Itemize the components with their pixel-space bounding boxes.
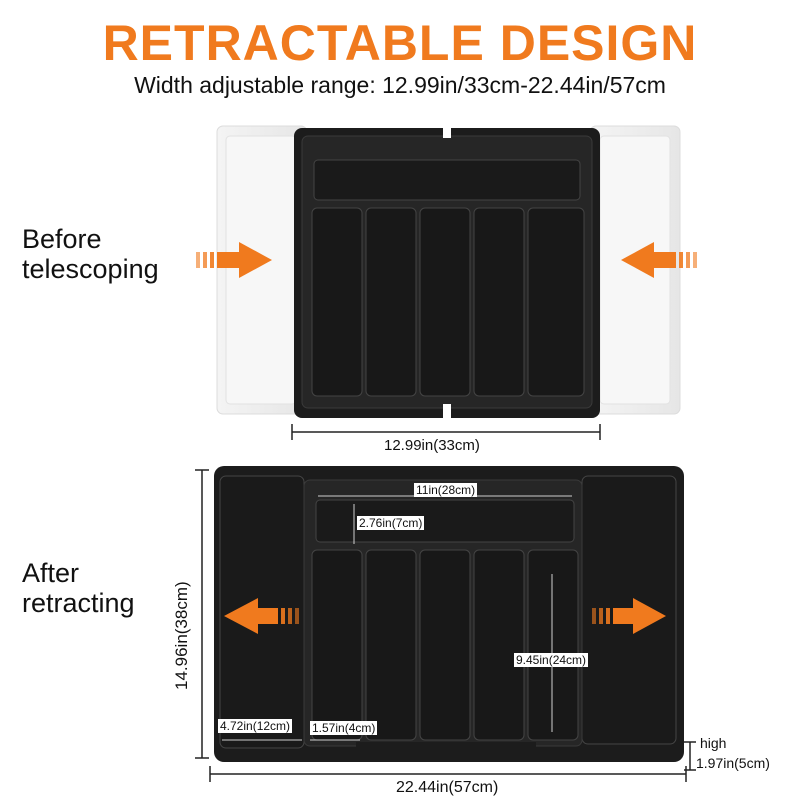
before-ghost-right [589,125,681,415]
total-width-label: 22.44in(57cm) [396,779,499,796]
before-arrow-left [621,242,697,278]
before-label-line2: telescoping [22,254,159,284]
before-ghost-left [216,125,308,415]
before-label: Before telescoping [22,224,159,284]
after-height-dimension-line [684,741,696,771]
after-label-line1: After [22,558,80,588]
before-slots [311,207,585,397]
after-slots [311,549,579,741]
after-depth-dimension-line [195,469,209,759]
before-arrow-right [196,242,272,278]
after-arrow-left [224,598,299,634]
top-slot-depth-label: 2.76in(7cm) [357,516,425,530]
before-width-label: 12.99in(33cm) [384,437,480,454]
side-width-label: 4.72in(12cm) [218,719,293,733]
subhead: Width adjustable range: 12.99in/33cm-22.… [134,72,666,98]
after-arrow-right [592,598,666,634]
after-label-line2: retracting [22,588,135,618]
before-label-line1: Before [22,224,102,254]
height-label: high [700,735,727,751]
total-depth-label: 14.96in(38cm) [172,581,191,690]
after-width-dimension-line [209,766,687,782]
after-label: After retracting [22,558,135,618]
before-width-dimension-line [291,424,601,440]
slot-length-label: 9.45in(24cm) [514,653,589,667]
top-slot-width-label: 11in(28cm) [414,483,478,497]
slot-width-label: 1.57in(4cm) [310,721,378,735]
before-tray [294,126,600,418]
height-value: 1.97in(5cm) [696,755,770,771]
headline: RETRACTABLE DESIGN [102,15,698,71]
